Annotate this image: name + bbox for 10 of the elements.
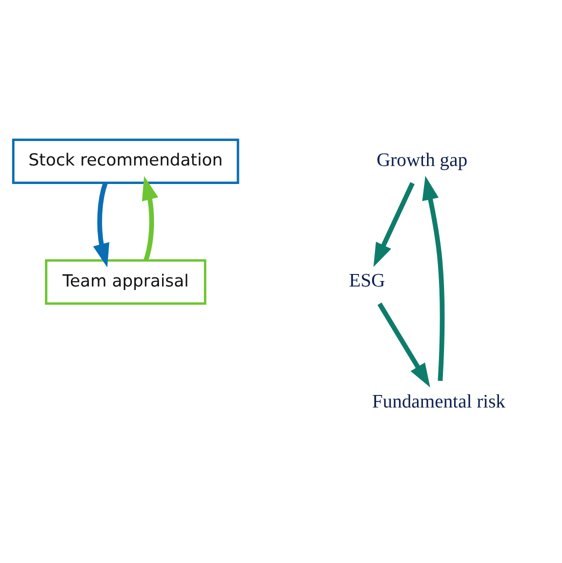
node-box: Team appraisal [44,258,206,304]
node-text: Fundamental risk [372,390,506,412]
arrow [142,176,158,261]
arrow [378,302,430,387]
node-text: Growth gap [376,149,468,170]
arrow [422,175,445,381]
node-text: ESG [348,270,386,292]
arrow [93,182,110,267]
arrow [373,182,415,266]
node-box: Stock recommendation [12,138,240,184]
